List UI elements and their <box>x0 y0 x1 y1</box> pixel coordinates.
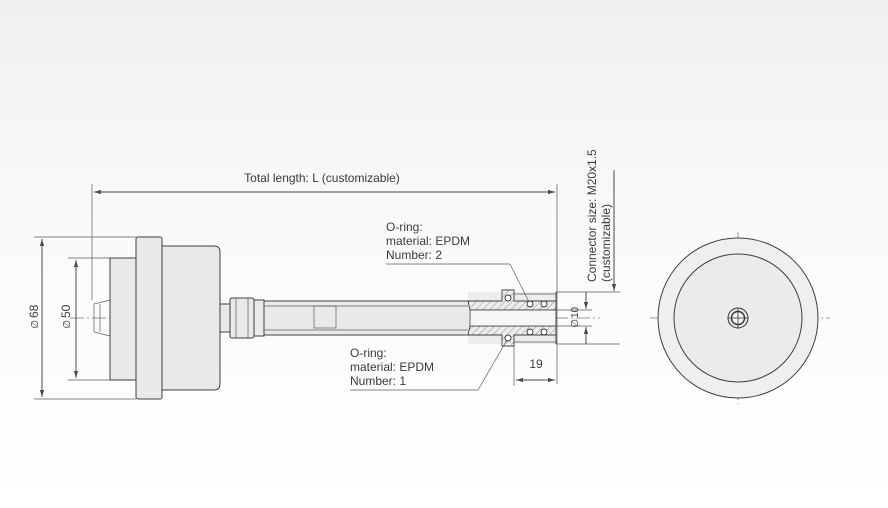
shaft <box>263 300 501 336</box>
end-view <box>650 232 830 404</box>
o-ring-top-line-3: Number: 2 <box>386 248 442 262</box>
connector-size-label: Connector size: M20x1.5 <box>585 149 599 282</box>
connector-end <box>467 289 557 347</box>
o-ring-top-callout: O-ring: material: EPDM Number: 2 <box>386 220 530 303</box>
o-ring-bottom-line-1: O-ring: <box>350 346 387 360</box>
connector-customizable-label: (customizable) <box>599 204 613 282</box>
hex-coupling <box>229 297 255 339</box>
o-ring-bottom <box>504 334 512 342</box>
o-ring-bottom-line-2: material: EPDM <box>350 360 434 374</box>
diameter-50-label: 50 <box>59 304 73 318</box>
inner-cylinder <box>109 257 137 381</box>
diameter-symbol-68: ∅ <box>30 320 41 329</box>
diameter-10-label: 10 <box>570 306 581 318</box>
housing <box>161 245 221 391</box>
o-ring-top-2 <box>526 300 534 308</box>
dimension-19-label: 19 <box>529 357 543 371</box>
flange <box>135 236 163 400</box>
o-ring-top <box>504 294 512 302</box>
o-ring-bottom-callout: O-ring: material: EPDM Number: 1 <box>350 339 508 391</box>
diameter-symbol-50: ∅ <box>62 320 73 329</box>
o-ring-bottom-line-3: Number: 1 <box>350 374 406 388</box>
collar <box>253 299 265 337</box>
shaft-window <box>313 305 337 329</box>
diameter-68-label: 68 <box>27 304 41 318</box>
o-ring-top-line-2: material: EPDM <box>386 234 470 248</box>
o-ring-top-line-1: O-ring: <box>386 220 423 234</box>
total-length-label: Total length: L (customizable) <box>244 171 400 185</box>
diameter-symbol-10: ∅ <box>570 319 581 328</box>
neck <box>219 303 231 333</box>
side-view: Total length: L (customizable) ∅ 68 ∅ 50… <box>27 149 620 400</box>
